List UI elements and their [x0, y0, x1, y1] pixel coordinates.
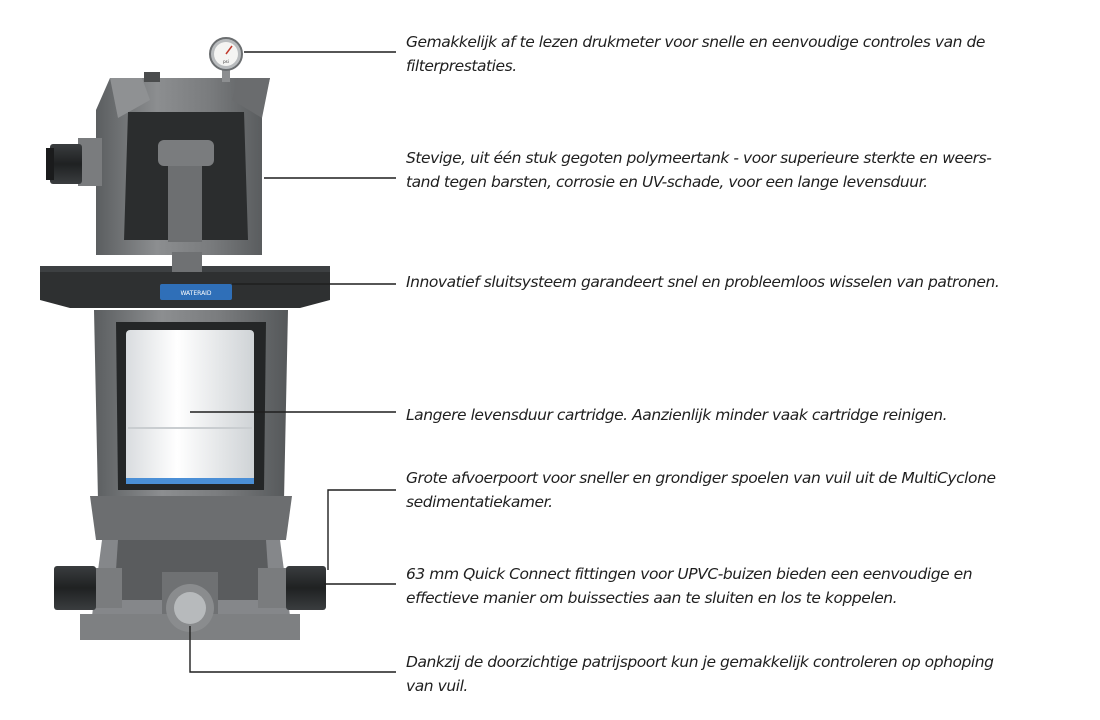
callout-line: effectieve manier om buissecties aan te … — [406, 589, 898, 607]
quick-connect-fittings — [54, 566, 326, 610]
top-inlet-fitting — [46, 138, 102, 186]
locking-ring: WATERAID — [40, 252, 330, 308]
callout-line: filterprestaties. — [406, 57, 517, 75]
callout-quick-connect: 63 mm Quick Connect fittingen voor UPVC-… — [406, 562, 1066, 610]
callout-pressure-gauge: Gemakkelijk af te lezen drukmeter voor s… — [406, 30, 1066, 78]
callout-line: van vuil. — [406, 677, 468, 695]
callout-sight-glass: Dankzij de doorzichtige patrijspoort kun… — [406, 650, 1066, 698]
brand-plate-text: WATERAID — [180, 290, 211, 297]
pressure-gauge: psi — [209, 37, 243, 82]
sight-glass — [162, 572, 218, 632]
leader-lines — [189, 51, 396, 673]
callout-line: 63 mm Quick Connect fittingen voor UPVC-… — [406, 565, 973, 583]
callout-line: Langere levensduur cartridge. Aanzienlij… — [406, 406, 948, 424]
callout-line: Dankzij de doorzichtige patrijspoort kun… — [406, 653, 994, 671]
callout-line: tand tegen barsten, corrosie en UV-schad… — [406, 173, 928, 191]
leader-drain-port — [327, 489, 396, 570]
filter-head — [96, 72, 270, 255]
callout-locking-system: Innovatief sluitsysteem garandeert snel … — [406, 270, 1066, 294]
callout-drain-port: Grote afvoerpoort voor sneller en grondi… — [406, 466, 1066, 514]
callout-cartridge: Langere levensduur cartridge. Aanzienlij… — [406, 403, 1066, 427]
callout-line: Stevige, uit één stuk gegoten polymeerta… — [406, 149, 992, 167]
callout-line: Gemakkelijk af te lezen drukmeter voor s… — [406, 33, 985, 51]
callout-line: sedimentatiekamer. — [406, 493, 553, 511]
gauge-label: psi — [223, 59, 229, 64]
callout-line: Innovatief sluitsysteem garandeert snel … — [406, 273, 1000, 291]
callout-tank: Stevige, uit één stuk gegoten polymeerta… — [406, 146, 1066, 194]
callout-line: Grote afvoerpoort voor sneller en grondi… — [406, 469, 996, 487]
brand-plate — [160, 284, 232, 300]
filter-cartridge — [126, 330, 254, 484]
leader-sight-glass — [189, 626, 396, 673]
